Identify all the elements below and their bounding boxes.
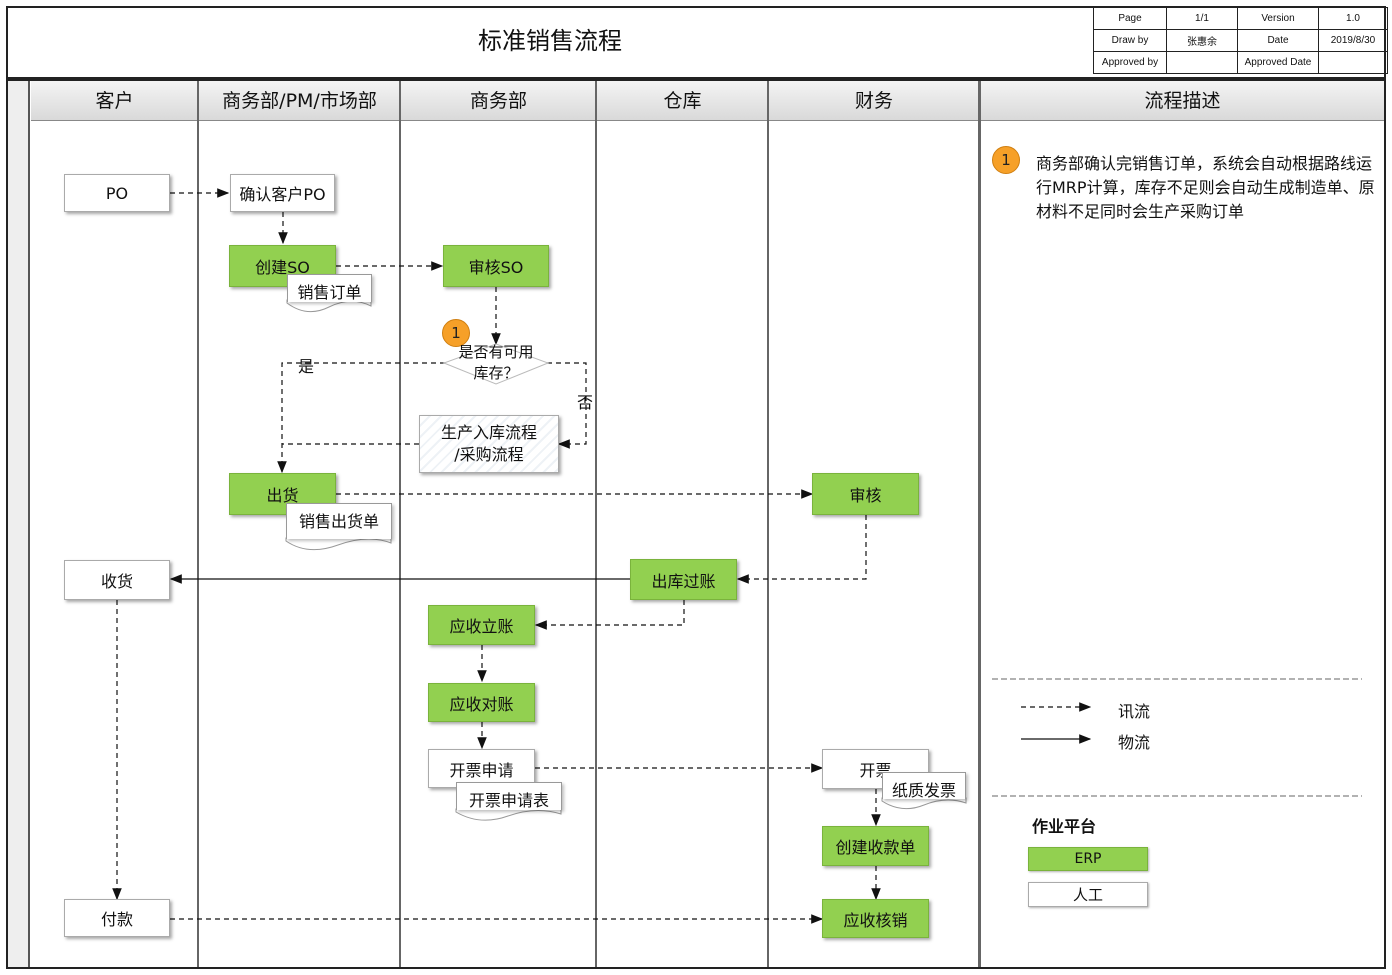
decision-diamond	[442, 343, 550, 385]
lane-header-finance: 财务	[769, 81, 979, 121]
node-ar-post[interactable]: 应收立账	[428, 605, 535, 645]
node-receive[interactable]: 收货	[64, 560, 170, 600]
edge-decision-no	[547, 362, 587, 449]
node-review-so[interactable]: 审核SO	[443, 245, 549, 287]
lane-header-biz: 商务部	[401, 81, 596, 121]
doc-wave	[455, 808, 562, 821]
doc-invoice-request-form: 开票申请表	[456, 782, 562, 810]
legend-platform-title: 作业平台	[1032, 817, 1097, 836]
lane-header-warehouse: 仓库	[597, 81, 768, 121]
doc-wave	[285, 537, 392, 551]
doc-paper-invoice: 纸质发票	[882, 772, 966, 800]
node-confirm-po[interactable]: 确认客户PO	[230, 174, 335, 212]
node-audit[interactable]: 审核	[812, 473, 919, 515]
legend-info-flow-label: 讯流	[1118, 702, 1151, 721]
legend-erp-swatch: ERP	[1028, 847, 1148, 871]
page-title: 标准销售流程	[478, 27, 622, 55]
doc-sales-order: 销售订单	[287, 274, 372, 302]
node-create-receipt[interactable]: 创建收款单	[822, 826, 929, 866]
lane-header-bizpm: 商务部/PM/市场部	[199, 81, 400, 121]
node-ar-writeoff[interactable]: 应收核销	[822, 899, 929, 938]
node-production-purchase[interactable]: 生产入库流程 /采购流程	[419, 415, 559, 473]
node-invoice-request[interactable]: 开票申请	[428, 749, 535, 788]
lane-header-customer: 客户	[31, 81, 198, 121]
legend-manual-swatch: 人工	[1028, 882, 1148, 907]
node-decision[interactable]: 是否有可用 库存？	[458, 343, 534, 382]
meta-table: Page 1/1 Version 1.0 Draw by 张惠余 Date 20…	[1093, 7, 1388, 74]
diagram-frame	[6, 79, 1386, 969]
legend-material-flow-label: 物流	[1118, 733, 1151, 752]
doc-delivery-note: 销售出货单	[286, 503, 392, 539]
label-yes: 是	[298, 357, 315, 376]
process-description: 商务部确认完销售订单，系统会自动根据路线运行MRP计算，库存不足则会自动生成制造…	[1036, 154, 1375, 221]
node-po[interactable]: PO	[64, 174, 170, 212]
node-ar-reconcile[interactable]: 应收对账	[428, 683, 535, 722]
edge-outbound-arpost	[534, 600, 685, 630]
doc-wave	[881, 797, 967, 810]
meta-approveddate-value	[1318, 51, 1388, 74]
doc-wave	[286, 299, 372, 313]
edge-audit-outbound	[736, 515, 867, 584]
node-outbound-post[interactable]: 出库过账	[630, 559, 737, 600]
desc-badge: 1	[992, 146, 1020, 174]
lane-divider	[197, 81, 199, 967]
label-no: 否	[577, 393, 594, 412]
lane-divider	[978, 81, 981, 967]
left-gutter	[8, 81, 30, 967]
node-payment[interactable]: 付款	[64, 899, 170, 937]
edge-decision-yes	[277, 362, 445, 474]
lane-divider	[595, 81, 597, 967]
lane-header-desc: 流程描述	[981, 81, 1384, 121]
step-badge: 1	[442, 319, 470, 347]
lane-divider	[399, 81, 401, 967]
lane-divider	[767, 81, 769, 967]
